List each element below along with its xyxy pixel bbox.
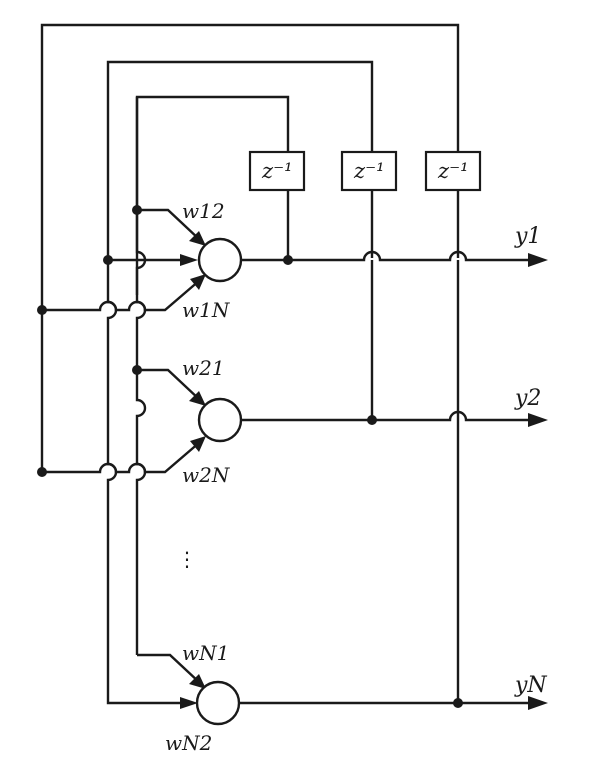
neuron-N: [195, 680, 241, 726]
delay-box-3: z⁻¹: [424, 150, 482, 192]
w2N-link: [42, 441, 201, 474]
arrow-into-node1: [180, 254, 198, 266]
feedback-wire-yN: [40, 23, 460, 472]
junction-y2: [367, 415, 377, 425]
label-yN: yN: [514, 673, 547, 698]
wN1-link: [137, 653, 201, 684]
delay-box-1: z⁻¹: [248, 150, 306, 192]
junction-w21: [132, 365, 142, 375]
label-w1N: w1N: [182, 298, 231, 322]
w1N-link: [42, 279, 201, 312]
label-wN1: wN1: [182, 641, 229, 665]
arrow-w1N: [190, 274, 206, 290]
bus-y1: [135, 97, 147, 655]
delay-box-2: z⁻¹: [340, 150, 398, 192]
arrow-w12: [189, 231, 206, 246]
arrow-wN1: [189, 674, 206, 689]
label-y1: y1: [514, 224, 541, 249]
label-y2: y2: [514, 386, 541, 411]
label-w21: w21: [182, 356, 225, 380]
arrow-y2: [528, 413, 548, 427]
label-w2N: w2N: [182, 463, 231, 487]
label-wN2: wN2: [165, 731, 212, 755]
junction-yN: [453, 698, 463, 708]
w21-link: [137, 368, 201, 401]
output-line-y2: [242, 410, 532, 422]
neuron-2: [197, 397, 243, 443]
junction-y1: [283, 255, 293, 265]
junction-w2N: [37, 467, 47, 477]
output-line-y1: [242, 250, 532, 262]
arrow-yN: [528, 696, 548, 710]
w12-link: [137, 208, 201, 241]
arrow-into-nodeN-from-y2: [180, 697, 198, 709]
arrow-y1: [528, 253, 548, 267]
label-w12: w12: [182, 199, 225, 223]
delay-label-2: z⁻¹: [353, 159, 385, 183]
junction-w12: [132, 205, 142, 215]
delay-label-1: z⁻¹: [261, 159, 293, 183]
junction-w1N: [37, 305, 47, 315]
arrow-w21: [189, 391, 206, 406]
bus-y2: [106, 295, 185, 705]
junction-node1-input: [103, 255, 113, 265]
neuron-1: [197, 237, 243, 283]
vertical-ellipsis: ⋮: [177, 547, 197, 571]
arrow-w2N: [190, 436, 206, 452]
delay-label-3: z⁻¹: [437, 159, 469, 183]
